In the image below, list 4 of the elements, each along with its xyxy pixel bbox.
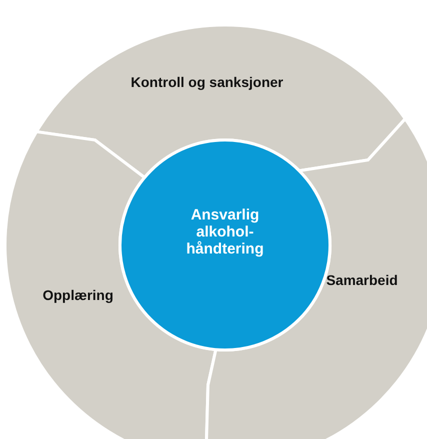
segment-label: Kontroll og sanksjoner [130,74,284,90]
center-label: Ansvarlig alkohol- håndtering [185,206,265,258]
segment-label: Opplæring [42,287,114,303]
segment-label: Samarbeid [326,272,398,288]
